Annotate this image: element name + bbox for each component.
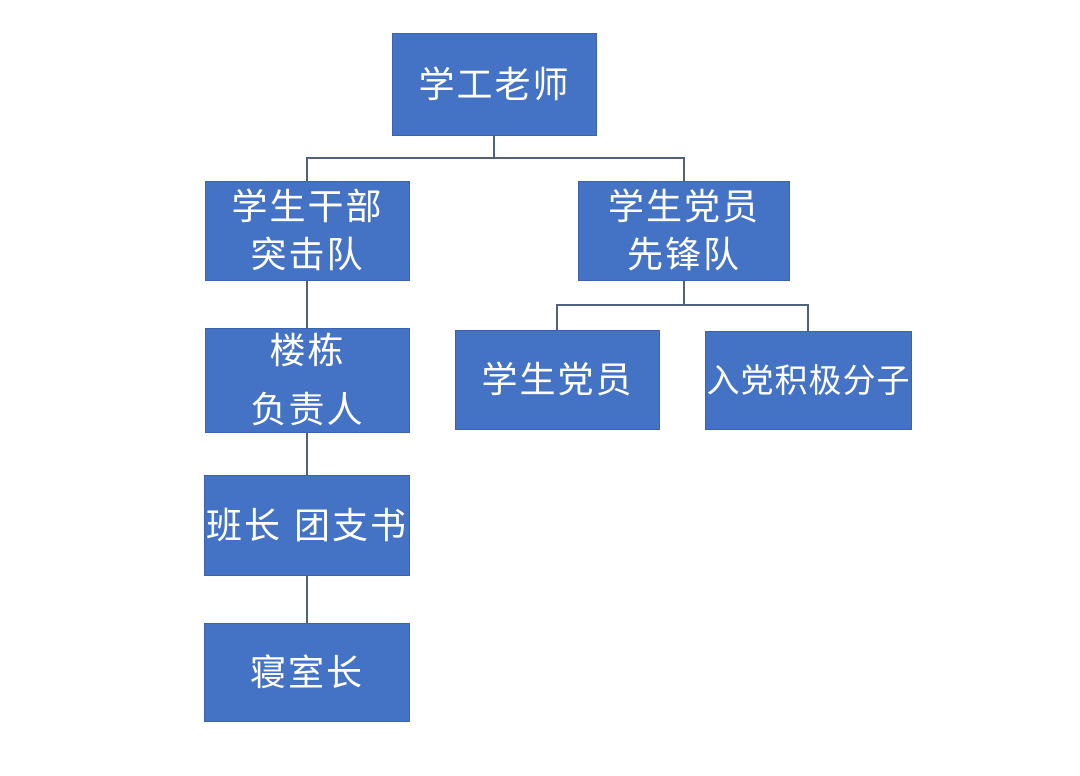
node-label: 学生党员 — [481, 359, 634, 401]
node-label-line2: 先锋队 — [626, 234, 741, 275]
node-label-line2: 负责人 — [250, 388, 365, 430]
connector-drop-activists — [807, 304, 809, 331]
connector-root-stub — [493, 136, 495, 159]
node-label-line1: 学生干部 — [231, 186, 384, 228]
connector-level2-rail — [306, 157, 685, 159]
connector-party-stub — [683, 281, 685, 306]
node-label-line2: 突击队 — [250, 234, 365, 275]
node-label: 入党积极分子 — [706, 361, 911, 399]
connector-drop-party-team — [683, 157, 685, 181]
node-label: 学工老师 — [418, 63, 571, 105]
node-class-monitor-league-secretary: 班长 团支书 — [204, 475, 410, 576]
node-dorm-head: 寝室长 — [204, 623, 410, 722]
node-student-party-vanguard-team: 学生党员 先锋队 — [578, 181, 790, 281]
node-student-party-members: 学生党员 — [455, 330, 660, 430]
connector-level3-rail — [556, 304, 809, 306]
connector-monitors-to-dorm — [306, 576, 308, 623]
node-student-affairs-teacher: 学工老师 — [392, 33, 597, 136]
node-party-activists: 入党积极分子 — [705, 331, 912, 430]
connector-building-to-monitors — [306, 433, 308, 475]
node-label-line1: 楼栋 — [269, 330, 346, 372]
node-building-head: 楼栋 负责人 — [205, 328, 410, 433]
connector-cadre-to-building — [306, 281, 308, 328]
node-label: 寝室长 — [249, 651, 364, 693]
connector-drop-party-members — [556, 304, 558, 330]
node-label: 班长 团支书 — [205, 504, 408, 546]
node-student-cadre-shock-team: 学生干部 突击队 — [205, 181, 410, 281]
node-label-line1: 学生党员 — [607, 186, 760, 228]
connector-drop-cadre-team — [306, 157, 308, 181]
